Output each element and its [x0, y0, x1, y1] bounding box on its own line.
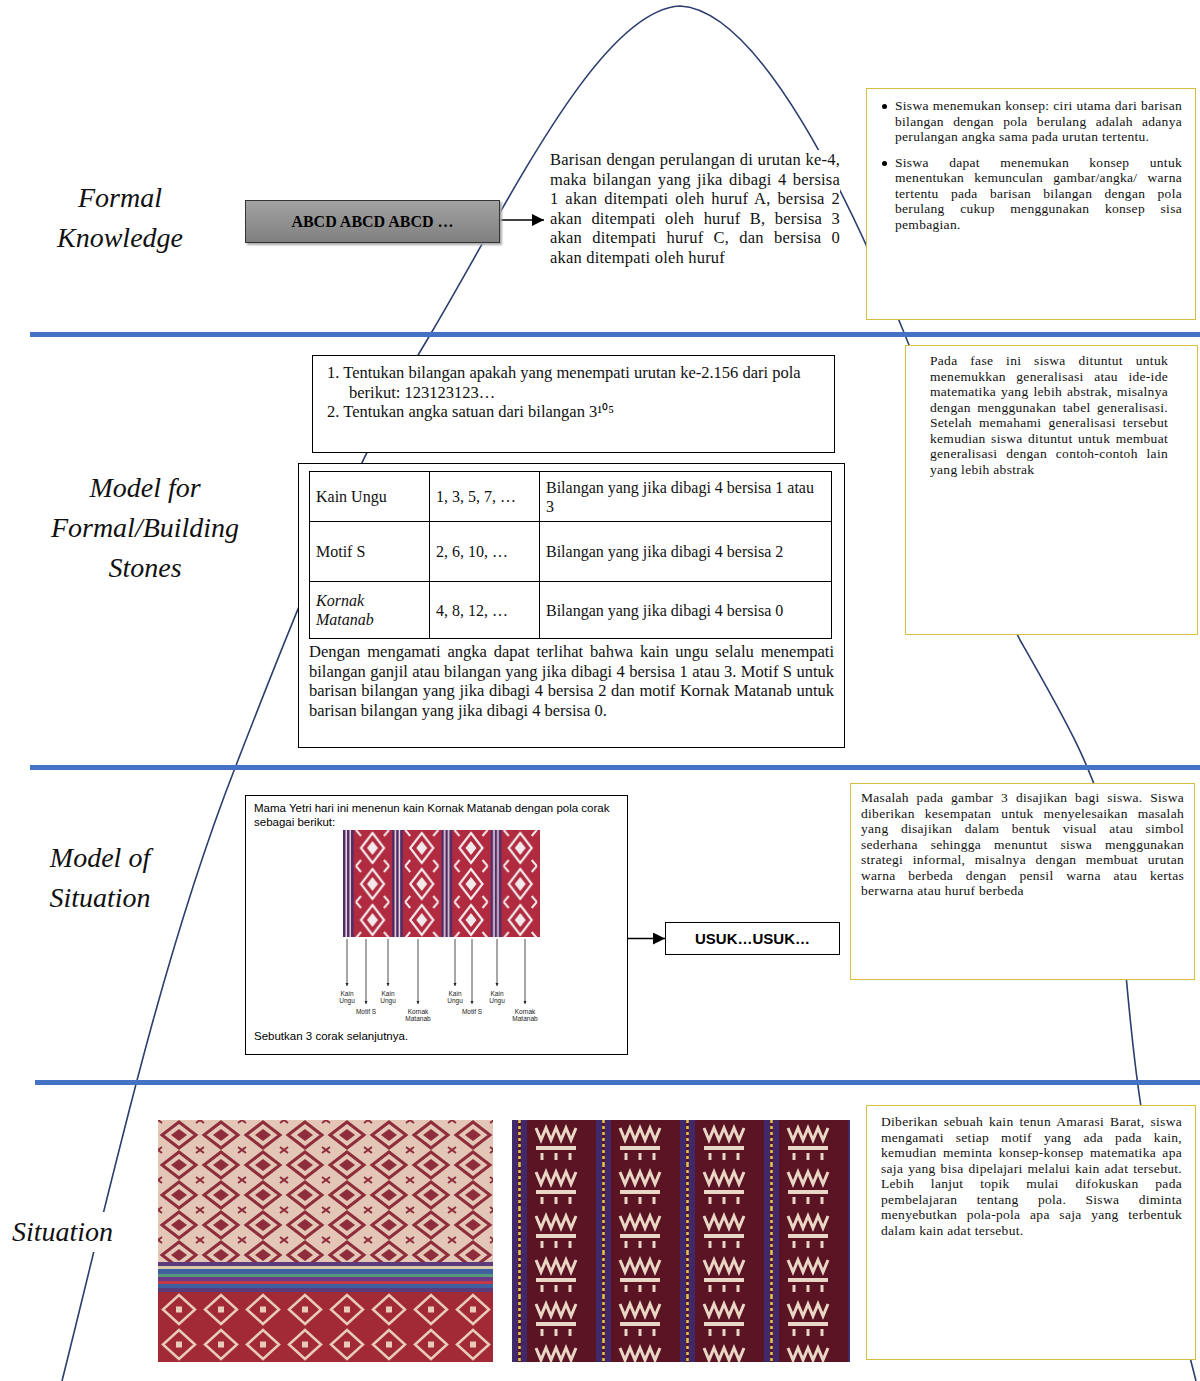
fabric-photo — [512, 1120, 850, 1362]
table-cell: 2, 6, 10, … — [430, 522, 540, 582]
node-text: Masalah pada gambar 3 disajikan bagi sis… — [861, 790, 1184, 899]
arrow-connector — [628, 938, 665, 940]
problem-ground — [245, 795, 628, 1055]
node-text: USUK…USUK… — [695, 930, 810, 947]
motif-label: Motif S — [455, 1008, 489, 1015]
leader-line — [347, 939, 525, 1004]
note-box: Siswa menemukan konsep: ciri utama dari … — [866, 88, 1196, 320]
node-text: ABCD ABCD ABCD … — [291, 213, 453, 231]
table-cell: Bilangan yang jika dibagi 4 bersisa 0 — [540, 582, 832, 639]
note-box: Masalah pada gambar 3 disajikan bagi sis… — [850, 783, 1195, 980]
motif-label: Kornak Matanab — [401, 1008, 435, 1022]
fabric-pattern — [343, 830, 540, 937]
problem-box: Mama Yetri hari ini menenun kain Kornak … — [245, 795, 628, 1055]
node-text: 1. Tentukan bilangan apakah yang menempa… — [327, 363, 822, 402]
node-text: Kornak Matanab — [316, 591, 423, 629]
node-text: Motif S — [316, 542, 365, 561]
node-text: 1, 3, 5, 7, … — [436, 487, 516, 506]
motif-label: Kornak Matanab — [508, 1008, 542, 1022]
node-text: 4, 8, 12, … — [436, 601, 508, 620]
iceberg-curve — [62, 6, 1196, 1381]
node-text: Barisan dengan perulangan di urutan ke-4… — [550, 150, 840, 267]
node-text: Diberikan sebuah kain tenun Amarasi Bara… — [881, 1114, 1182, 1238]
question-box: 1. Tentukan bilangan apakah yang menempa… — [312, 355, 835, 453]
node-text: Bilangan yang jika dibagi 4 bersisa 0 — [546, 601, 783, 620]
pattern-box: ABCD ABCD ABCD … — [245, 200, 500, 243]
table-cell: Bilangan yang jika dibagi 4 bersisa 1 at… — [540, 472, 832, 522]
concept-text: Barisan dengan perulangan di urutan ke-4… — [544, 150, 840, 290]
table-cell: Bilangan yang jika dibagi 4 bersisa 2 — [540, 522, 832, 582]
answer-box: USUK…USUK… — [665, 922, 840, 955]
note-box: Pada fase ini siswa dituntut untuk menem… — [905, 345, 1198, 635]
fabric-photo — [158, 1120, 493, 1362]
note-box: Diberikan sebuah kain tenun Amarasi Bara… — [866, 1105, 1196, 1360]
motif-label: Motif S — [349, 1008, 383, 1015]
level-label: Model for Formal/Building Stones — [20, 468, 270, 588]
node-text: Siswa dapat menemukan konsep untuk menen… — [880, 155, 1182, 233]
motif-label: Kain Ungu — [485, 990, 509, 1004]
table-cell: 1, 3, 5, 7, … — [430, 472, 540, 522]
motif-label: Kain Ungu — [335, 990, 359, 1004]
level-label: Situation — [12, 1212, 140, 1252]
level-label: Formal Knowledge — [40, 178, 200, 258]
node-text: Sebutkan 3 corak selanjutnya. — [254, 1029, 619, 1043]
table-cell: Kornak Matanab — [310, 582, 430, 639]
table-cell: Kain Ungu — [310, 472, 430, 522]
motif-label: Kain Ungu — [376, 990, 400, 1004]
node-text: 2, 6, 10, … — [436, 542, 508, 561]
node-text: Pada fase ini siswa dituntut untuk menem… — [930, 353, 1168, 477]
node-text: Mama Yetri hari ini menenun kain Kornak … — [254, 801, 619, 829]
table-box: Kain Ungu 1, 3, 5, 7, … Bilangan yang jika… — [298, 463, 845, 748]
level-divider — [30, 332, 1200, 1085]
arrow-connector — [500, 219, 544, 221]
node-text: Bilangan yang jika dibagi 4 bersisa 2 — [546, 542, 783, 561]
table-cell: Motif S — [310, 522, 430, 582]
node-text: Kain Ungu — [316, 487, 387, 506]
node-text: 2. Tentukan angka satuan dari bilangan 3… — [327, 402, 822, 422]
table-cell: 4, 8, 12, … — [430, 582, 540, 639]
motif-label: Kain Ungu — [443, 990, 467, 1004]
node-text: Siswa menemukan konsep: ciri utama dari … — [880, 98, 1182, 145]
node-text: Dengan mengamati angka dapat terlihat ba… — [309, 642, 834, 720]
node-text: Bilangan yang jika dibagi 4 bersisa 1 at… — [546, 478, 825, 516]
level-label: Model of Situation — [25, 838, 175, 918]
